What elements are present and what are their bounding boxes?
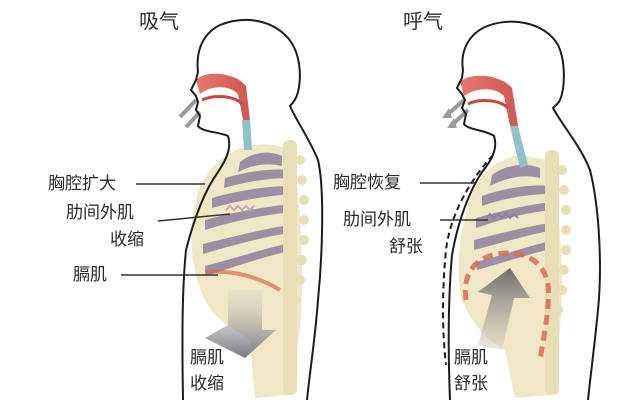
inhale-airflow-arrows xyxy=(178,98,202,129)
inhale-diaphragm xyxy=(204,269,282,292)
leader-inhale-intercostal xyxy=(157,213,231,222)
exhale-face-outline xyxy=(447,69,497,400)
inhale-diaphragm-state-line1: 膈肌 xyxy=(190,348,224,368)
inhale-oral-airway xyxy=(201,95,244,106)
exhale-intercostal-label-line1: 肋间外肌 xyxy=(343,210,411,230)
exhale-spine xyxy=(545,150,571,395)
exhale-diaphragm-up-arrow xyxy=(478,268,530,350)
inhale-diaphragm-down-arrow xyxy=(205,290,276,358)
exhale-diaphragm-state-line1: 膈肌 xyxy=(454,348,488,368)
exhale-chest-label: 胸腔恢复 xyxy=(333,173,401,193)
exhale-intercostal-label-line2: 舒张 xyxy=(389,237,423,257)
exhale-nasal-airway xyxy=(460,75,518,126)
exhale-diaphragm-dome xyxy=(462,250,551,361)
inhale-figure xyxy=(178,18,324,400)
inhale-title: 吸气 xyxy=(139,9,179,33)
exhale-previous-chest-dashed-outline xyxy=(442,154,494,366)
inhale-chest-label: 胸腔扩大 xyxy=(48,174,116,194)
exhale-title: 呼气 xyxy=(403,9,443,33)
exhale-oral-airway xyxy=(467,99,510,110)
inhale-nasal-airway xyxy=(196,73,250,120)
exhale-figure xyxy=(442,20,601,400)
inhale-body-outline xyxy=(196,18,324,400)
exhale-trachea xyxy=(510,126,528,168)
exhale-intercostal-hatch xyxy=(485,212,519,220)
inhale-trachea xyxy=(242,120,252,150)
inhale-diaphragm-label: 膈肌 xyxy=(73,265,107,285)
inhale-intercostal-hatch xyxy=(225,204,255,212)
inhale-intercostal-label-line1: 肋间外肌 xyxy=(66,203,134,223)
inhale-face-outline xyxy=(181,71,231,400)
exhale-diaphragm-state-line2: 舒张 xyxy=(454,374,488,394)
inhale-spine xyxy=(283,140,309,395)
leader-lines xyxy=(121,182,488,276)
exhale-airflow-arrowheads xyxy=(442,108,457,128)
inhale-diaphragm-state-line2: 收缩 xyxy=(190,374,224,394)
inhale-lung-bands xyxy=(203,152,295,276)
exhale-body-outline xyxy=(461,20,601,400)
inhale-intercostal-label-line2: 收缩 xyxy=(110,230,144,250)
